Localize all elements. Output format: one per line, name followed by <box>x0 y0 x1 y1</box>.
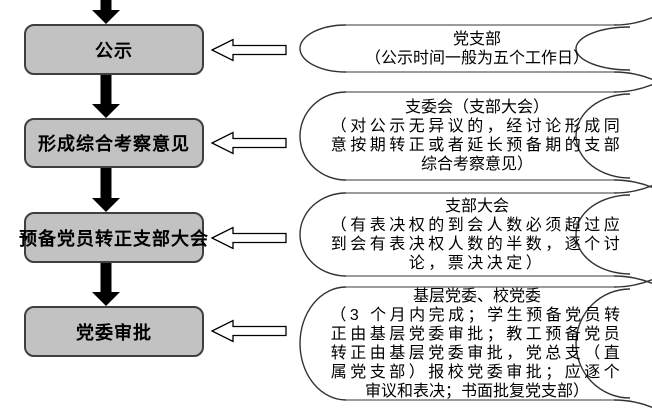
arrow-down-icon <box>92 263 120 306</box>
annotation-title: 基层党委、校党委 <box>412 287 541 305</box>
annotation-line: 审议和表决；书面批复党支部） <box>364 382 589 400</box>
annotation-higher-committee: 基层党委、校党委 （3 个月内完成；学生预备党员转 正由基层党委审批；教工预备党… <box>296 279 652 408</box>
annotation-branch-meeting: 支部大会 （有表决权的到会人数必须超过应 到会有表决权人数的半数，逐个讨 论，票… <box>296 185 652 284</box>
flow-step-branch-general-meeting: 预备党员转正支部大会 <box>19 212 208 263</box>
annotation-line: 综合考察意见） <box>420 156 533 173</box>
arrow-left-icon <box>211 131 287 155</box>
annotation-title: 支部大会 <box>444 197 509 215</box>
arrow-down-icon <box>92 75 120 118</box>
annotation-line: 论，票决决定） <box>408 254 546 272</box>
arrow-down-icon <box>92 168 120 212</box>
flow-step-label: 预备党员转正支部大会 <box>19 228 209 249</box>
annotation-party-branch: 党支部 （公示时间一般为五个工作日） <box>296 17 652 80</box>
annotation-line: 正由基层党委审批；教工预备党员 <box>330 325 624 343</box>
flow-step-public-notice: 公示 <box>24 24 204 75</box>
arrow-left-icon <box>211 38 287 62</box>
flow-step-form-review-opinion: 形成综合考察意见 <box>24 118 204 168</box>
annotation-line: （公示时间一般为五个工作日） <box>364 49 589 67</box>
flow-step-label: 形成综合考察意见 <box>38 134 190 154</box>
annotation-line: （对公示无异议的，经讨论形成同 <box>330 118 624 135</box>
scroll-shape-outline <box>299 185 652 284</box>
annotation-line: 到会有表决权人数的半数，逐个讨 <box>330 235 624 253</box>
scroll-shape-outline <box>299 17 652 80</box>
flow-step-committee-approval: 党委审批 <box>24 306 204 357</box>
annotation-line: （3 个月内完成；学生预备党员转 <box>330 306 624 324</box>
annotation-line: 属党支部）报校党委审批；应逐个 <box>330 363 624 381</box>
flow-step-label: 党委审批 <box>76 322 152 343</box>
flow-step-label: 公示 <box>95 40 133 61</box>
arrow-down-icon <box>92 0 120 24</box>
annotation-line: 意按期转正或者延长预备期的支部 <box>330 137 624 154</box>
arrow-left-icon <box>211 226 287 250</box>
annotation-line: 转正由基层党委审批，党总支（直 <box>330 344 624 362</box>
annotation-branch-committee: 支委会（支部大会） （对公示无异议的，经讨论形成同 意按期转正或者延长预备期的支… <box>296 84 652 188</box>
scroll-shape-outline <box>299 279 652 408</box>
arrow-left-icon <box>211 319 287 343</box>
scroll-shape-outline <box>299 84 652 188</box>
annotation-line: （有表决权的到会人数必须超过应 <box>330 216 624 234</box>
annotation-title: 支委会（支部大会） <box>404 99 549 116</box>
annotation-title: 党支部 <box>452 30 501 48</box>
